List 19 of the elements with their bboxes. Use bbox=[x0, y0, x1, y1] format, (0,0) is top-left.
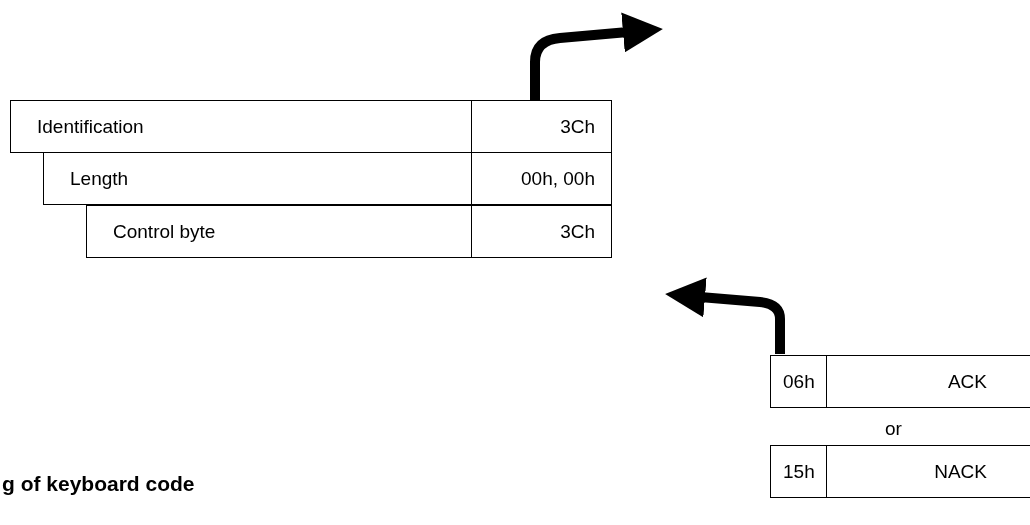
table-row bbox=[43, 152, 612, 205]
table-row bbox=[86, 205, 612, 258]
note-text: or bbox=[885, 418, 902, 440]
field-value: NACK bbox=[934, 459, 987, 484]
table-row bbox=[10, 100, 612, 153]
field-name: 06h bbox=[783, 369, 815, 394]
table-row bbox=[770, 355, 1030, 408]
field-name: 15h bbox=[783, 459, 815, 484]
field-value: 3Ch bbox=[560, 219, 595, 244]
field-name: Identification bbox=[37, 114, 144, 139]
heading: g of keyboard code bbox=[2, 472, 195, 496]
table-row bbox=[770, 445, 1030, 498]
field-name: Control byte bbox=[113, 219, 216, 244]
field-value: 00h, 00h bbox=[521, 166, 595, 191]
field-name: Length bbox=[70, 166, 129, 191]
field-value: 3Ch bbox=[560, 114, 595, 139]
arrow bbox=[530, 12, 663, 100]
arrow bbox=[665, 277, 785, 354]
field-value: ACK bbox=[947, 369, 987, 394]
